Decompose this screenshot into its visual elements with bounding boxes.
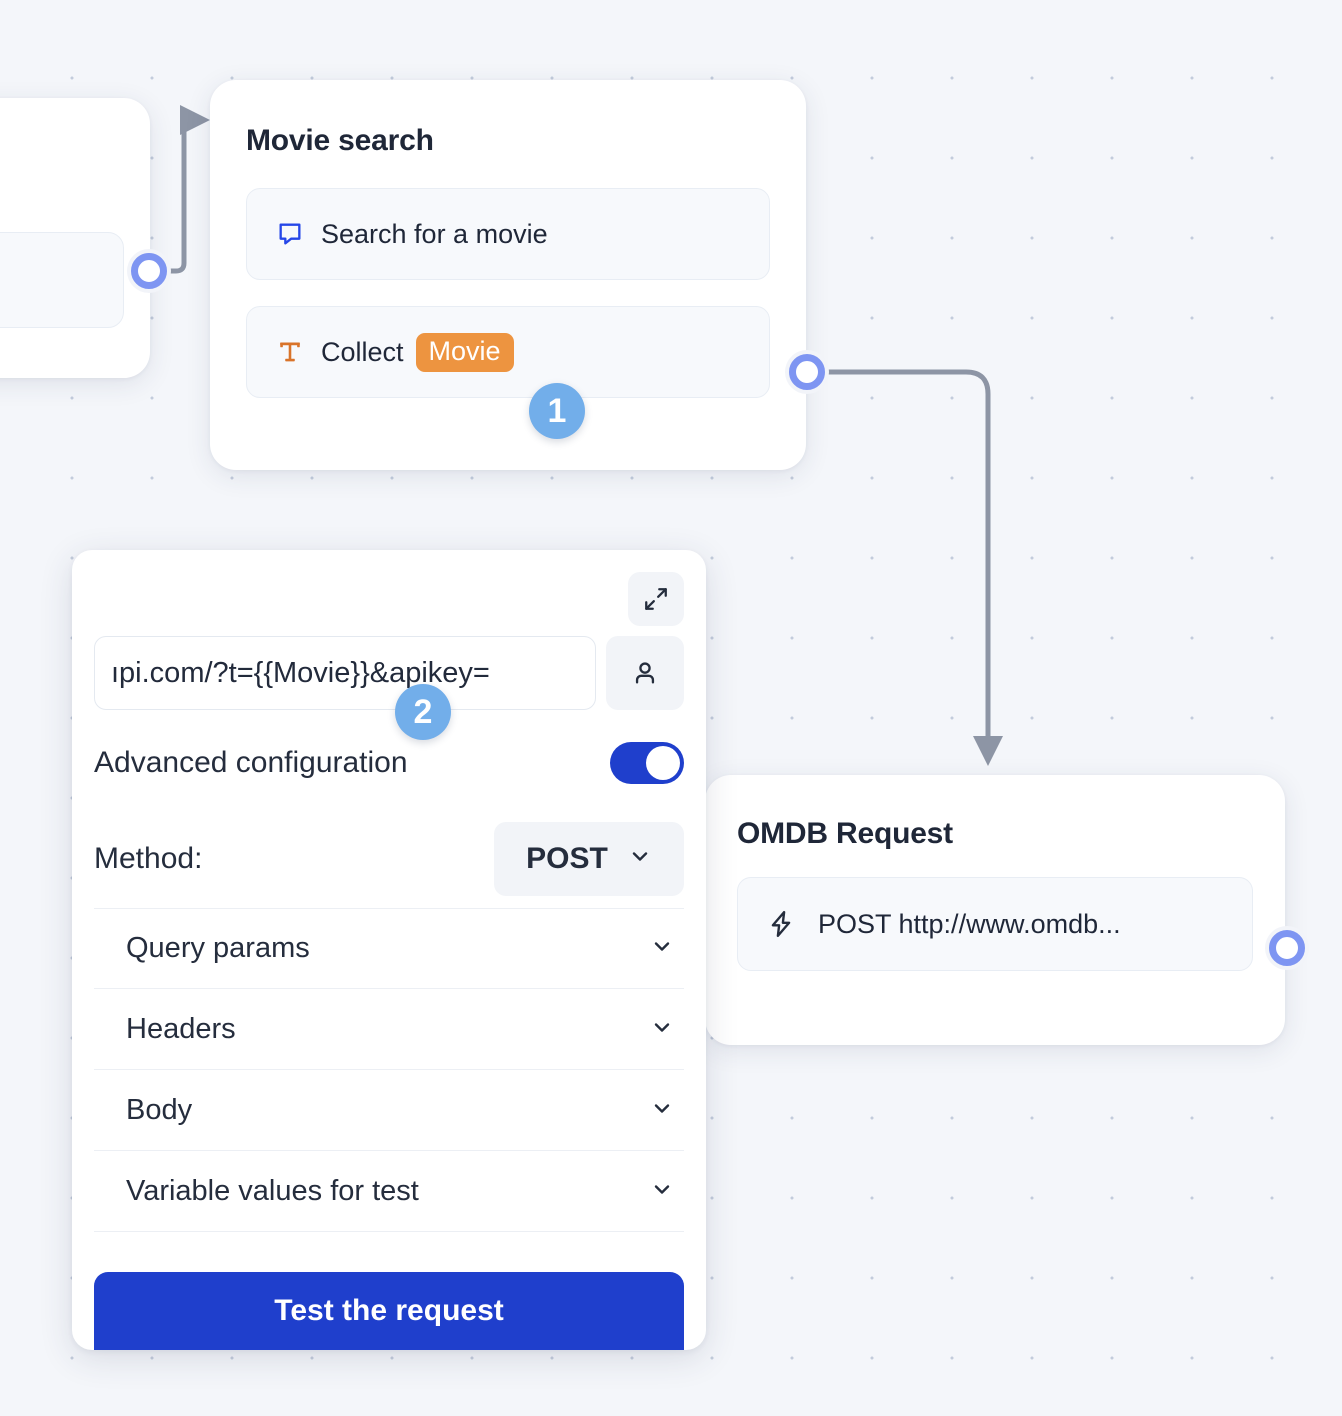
partial-node-row[interactable] <box>0 232 124 328</box>
chevron-down-icon <box>650 934 674 963</box>
accordion-item-headers[interactable]: Headers <box>94 989 684 1070</box>
method-row: Method: POST <box>94 822 684 896</box>
advanced-configuration-label: Advanced configuration <box>94 746 408 779</box>
node-row-label: Collect <box>321 336 404 367</box>
port-movie-search-output[interactable] <box>785 350 829 394</box>
request-url-input[interactable]: ıpi.com/?t={{Movie}}&apikey= <box>94 636 596 710</box>
text-field-icon <box>275 337 305 367</box>
node-movie-search[interactable]: Movie search Search for a movie Collect <box>210 80 806 470</box>
method-label: Method: <box>94 842 203 875</box>
chevron-down-icon <box>628 842 652 876</box>
accordion-label: Headers <box>126 1012 236 1045</box>
expand-arrows-icon[interactable] <box>628 572 684 626</box>
node-row-search-for-a-movie[interactable]: Search for a movie <box>246 188 770 280</box>
accordion-label: Variable values for test <box>126 1174 419 1207</box>
method-select[interactable]: POST <box>494 822 684 896</box>
chevron-down-icon <box>650 1096 674 1125</box>
node-row-post-request[interactable]: POST http://www.omdb... <box>737 877 1253 971</box>
node-row-label: Search for a movie <box>321 218 548 249</box>
test-the-request-button[interactable]: Test the request <box>94 1272 684 1350</box>
node-row-collect-movie[interactable]: Collect Movie <box>246 306 770 398</box>
accordion-item-variable-values-for-test[interactable]: Variable values for test <box>94 1151 684 1232</box>
chevron-down-icon <box>650 1015 674 1044</box>
advanced-configuration-toggle[interactable] <box>610 742 684 784</box>
step-badge-2: 2 <box>395 684 451 740</box>
lightning-bolt-icon <box>766 909 796 939</box>
port-omdb-request-output[interactable] <box>1265 926 1309 970</box>
accordion-label: Query params <box>126 932 310 964</box>
node-omdb-request[interactable]: OMDB Request POST http://www.omdb... <box>705 775 1285 1045</box>
node-movie-search-title: Movie search <box>246 124 434 157</box>
variable-chip-movie[interactable]: Movie <box>415 332 514 372</box>
accordion-label: Body <box>126 1093 193 1126</box>
partial-node-left[interactable] <box>0 98 150 378</box>
request-config-panel[interactable]: ıpi.com/?t={{Movie}}&apikey= Advanced co… <box>72 550 706 1350</box>
method-selected-value: POST <box>526 842 608 875</box>
accordion-item-query-params[interactable]: Query params <box>94 908 684 989</box>
accordion-item-body[interactable]: Body <box>94 1070 684 1151</box>
port-left-node-output[interactable] <box>127 249 171 293</box>
node-row-label: POST http://www.omdb... <box>818 908 1121 939</box>
person-icon[interactable] <box>606 636 684 710</box>
message-bubble-icon <box>275 219 305 249</box>
url-row: ıpi.com/?t={{Movie}}&apikey= <box>94 636 684 710</box>
request-sections-accordion: Query params Headers Body <box>94 908 684 1232</box>
step-badge-1: 1 <box>529 383 585 439</box>
chevron-down-icon <box>650 1177 674 1206</box>
advanced-configuration-row: Advanced configuration <box>94 742 684 784</box>
node-omdb-request-title: OMDB Request <box>737 817 953 850</box>
